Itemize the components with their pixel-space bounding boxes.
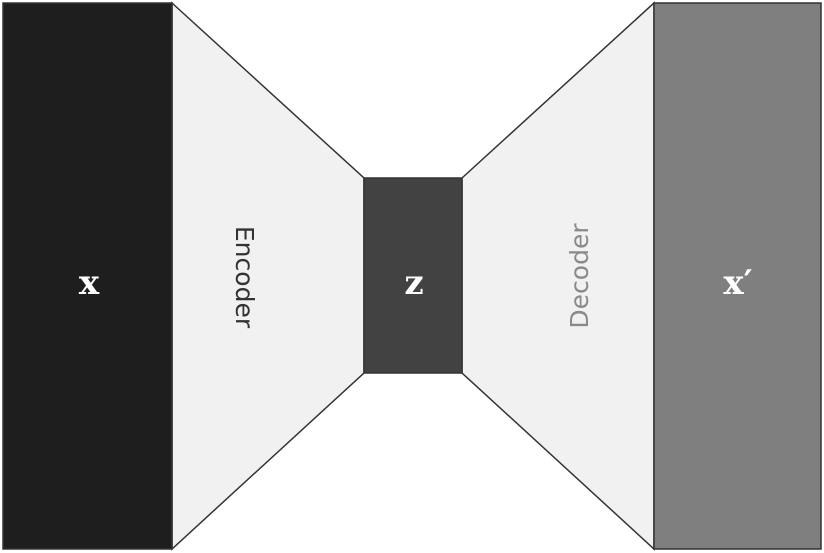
input-label: x xyxy=(79,263,100,303)
latent-block xyxy=(363,177,463,374)
decoder-label: Decoder xyxy=(565,223,594,329)
input-block xyxy=(2,2,173,550)
decoder-block xyxy=(461,1,655,551)
encoder-label: Encoder xyxy=(230,226,259,329)
encoder-block xyxy=(171,1,365,551)
output-block xyxy=(653,2,822,550)
latent-label: z xyxy=(404,263,423,303)
output-label: x′ xyxy=(723,263,752,303)
